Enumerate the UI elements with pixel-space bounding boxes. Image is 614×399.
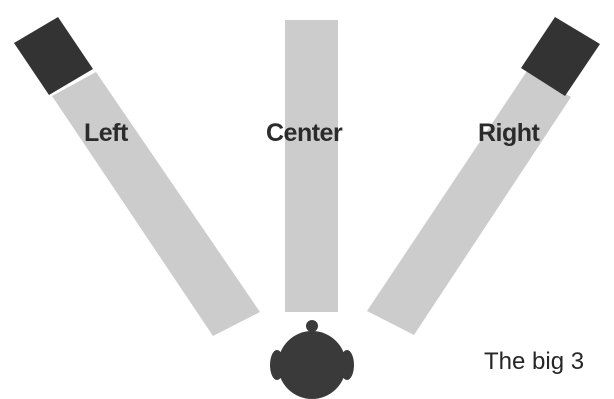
diagram-caption: The big 3 [484,348,584,376]
right-beam [367,71,571,335]
listener-head-icon [270,320,354,399]
left-label: Left [84,119,129,147]
right-channel: Right [367,17,600,335]
listener-head [278,331,346,399]
center-beam [285,20,338,312]
right-label: Right [478,119,541,147]
center-channel: Center [266,20,343,312]
center-label: Center [266,119,343,147]
left-channel: Left [14,17,260,336]
left-beam [52,72,260,336]
listener-nose [306,320,318,332]
